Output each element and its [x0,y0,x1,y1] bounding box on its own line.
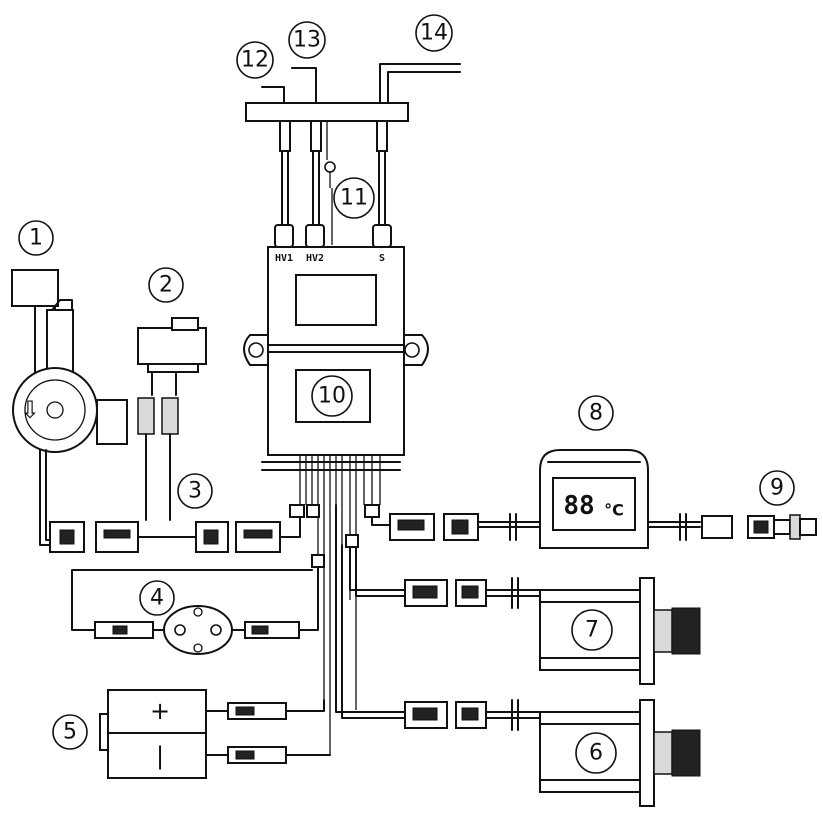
valve-6-coil [671,729,701,777]
battery: + | [99,689,331,779]
valve-7-coil [671,607,701,655]
mount-hole-right [404,342,420,358]
sensor-probe [799,518,817,536]
callout-10: 10 [318,384,346,409]
electrode-13 [291,67,317,104]
callout-8: 8 [589,401,603,426]
display-screen [552,477,636,531]
callout-7: 7 [585,618,599,643]
display-unit: 88 °C [364,449,817,549]
rocker-switch [137,317,207,521]
module-window [295,274,377,326]
solenoid-valve-7 [345,534,701,685]
thermostat-body [163,605,233,655]
callout-14: 14 [420,21,448,46]
callout-1: 1 [29,226,43,251]
terminal-hv2-label: HV2 [306,253,324,264]
switch-body [137,327,207,365]
battery-plus-label: + [150,697,170,725]
ignition-module: HV1 HV2 S [243,224,429,755]
callout-11: 11 [340,186,368,211]
battery-minus-label: | [156,742,164,770]
callout-12: 12 [241,48,269,73]
gas-valve: ⇩ [11,269,128,546]
callout-3: 3 [188,479,202,504]
ground-lug [324,161,336,173]
callout-2: 2 [159,273,173,298]
callout-9: 9 [770,476,784,501]
connector-row [49,504,320,553]
display-readout: 88 [563,491,594,521]
flow-arrow-icon: ⇩ [20,396,40,424]
electrode-12 [261,86,285,104]
callout-6: 6 [589,741,603,766]
callout-4: 4 [150,586,164,611]
electrode-bracket [245,102,409,122]
display-unit-label: °C [604,501,624,520]
terminal-s-label: S [379,253,385,264]
electrode-assembly [245,63,461,245]
terminal-hv1-label: HV1 [275,253,293,264]
mount-hole-left [248,342,264,358]
callout-5: 5 [63,720,77,745]
electrode-14 [379,63,461,104]
callouts: 1 2 3 4 5 6 7 8 9 10 11 12 13 14 [18,14,795,774]
callout-13: 13 [293,28,321,53]
connector-d [235,521,281,553]
sensor-nut [789,514,801,540]
connector-a [49,521,85,553]
temperature-switch [71,554,325,655]
